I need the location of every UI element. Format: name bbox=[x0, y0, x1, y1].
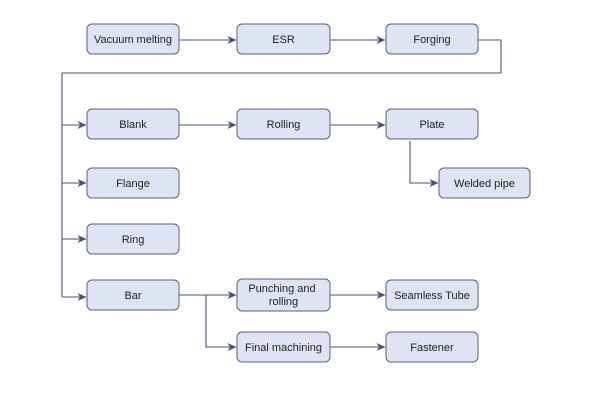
node-label-rolling: Rolling bbox=[267, 119, 301, 131]
node-label-punching-and-rolling-line-1: Punching and bbox=[248, 283, 315, 295]
node-label-plate: Plate bbox=[419, 119, 444, 131]
node-seamless-tube: Seamless Tube bbox=[385, 279, 479, 311]
node-punching-and-rolling: Punching and rolling bbox=[236, 278, 331, 312]
node-label-bar: Bar bbox=[124, 290, 141, 302]
node-plate: Plate bbox=[385, 108, 479, 140]
connectors bbox=[61, 36, 502, 351]
node-label-blank: Blank bbox=[119, 119, 147, 131]
node-label-flange: Flange bbox=[116, 178, 150, 190]
node-flange: Flange bbox=[86, 167, 180, 199]
node-bar: Bar bbox=[86, 279, 180, 311]
node-welded-pipe: Welded pipe bbox=[438, 167, 531, 199]
edge-forging-return-line bbox=[61, 39, 502, 297]
node-blank: Blank bbox=[86, 108, 180, 140]
node-label-seamless-tube: Seamless Tube bbox=[394, 290, 470, 302]
node-label-esr: ESR bbox=[272, 34, 295, 46]
node-final-machining: Final machining bbox=[236, 331, 331, 363]
node-ring: Ring bbox=[86, 223, 180, 255]
edge-bar-to-final-machining bbox=[205, 295, 237, 351]
node-label-punching-and-rolling-line-2: rolling bbox=[269, 296, 298, 308]
node-label-final-machining: Final machining bbox=[245, 342, 322, 354]
node-esr: ESR bbox=[236, 23, 331, 55]
node-label-vacuum-melting: Vacuum melting bbox=[94, 34, 172, 46]
edge-plate-to-welded-pipe bbox=[409, 141, 439, 187]
node-forging: Forging bbox=[385, 23, 479, 55]
node-label-fastener: Fastener bbox=[410, 342, 454, 354]
node-fastener: Fastener bbox=[385, 331, 479, 363]
node-label-ring: Ring bbox=[122, 234, 145, 246]
node-label-welded-pipe: Welded pipe bbox=[454, 178, 515, 190]
node-label-forging: Forging bbox=[413, 34, 450, 46]
node-vacuum-melting: Vacuum melting bbox=[86, 23, 180, 55]
node-label-punching-and-rolling: Punching and rolling bbox=[248, 283, 318, 308]
node-rolling: Rolling bbox=[236, 108, 331, 140]
